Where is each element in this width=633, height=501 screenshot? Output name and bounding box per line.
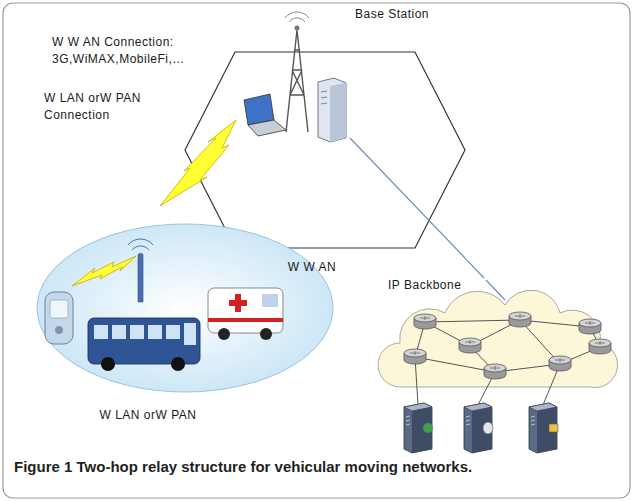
hex-outline	[185, 52, 465, 277]
bus-icon	[184, 323, 196, 345]
bus-icon	[171, 357, 185, 371]
handheld-device-icon	[50, 300, 68, 318]
tower-icon	[285, 12, 309, 22]
hex-region: W W AN	[185, 52, 465, 277]
region-label: W W AN	[288, 260, 336, 275]
router-icon	[414, 314, 436, 329]
figure-caption: Figure 1 Two-hop relay structure for veh…	[14, 456, 494, 477]
ambulance-icon	[235, 294, 241, 312]
server-cabinet-icon	[321, 91, 327, 104]
bus-icon	[166, 325, 180, 339]
ellipse-outline	[37, 224, 333, 392]
hexagon-outline	[185, 52, 465, 248]
cloud-outline	[378, 290, 618, 387]
bus-icon	[112, 325, 126, 339]
bus-icon	[148, 325, 162, 339]
bus-icon	[94, 325, 108, 339]
antenna-icon	[138, 258, 143, 302]
router-icon	[484, 364, 506, 379]
cloud-outline	[380, 278, 625, 390]
region-label: IP Backbone	[388, 278, 461, 293]
router-icon	[509, 312, 531, 327]
server-icon	[464, 403, 492, 453]
cloud-region: IP Backbone	[380, 278, 625, 390]
server-icon	[529, 403, 557, 453]
router-icon	[579, 319, 601, 334]
router-icon	[404, 349, 426, 364]
antenna-icon	[138, 253, 144, 259]
tower-icon	[295, 26, 300, 31]
ambulance-icon	[262, 294, 278, 307]
ambulance-icon	[208, 318, 283, 322]
annotation-label: W W AN Connection: 3G,WiMAX,MobileFi,…	[52, 34, 197, 68]
handheld-device-icon	[45, 292, 73, 344]
ambulance-icon	[208, 288, 283, 333]
server-cabinet-icon	[318, 78, 346, 142]
ambulance-icon	[208, 288, 283, 340]
router-icon	[459, 338, 481, 353]
laptop-icon	[244, 94, 274, 125]
server-icon	[483, 422, 493, 434]
ambulance-icon	[218, 328, 230, 340]
bus-icon	[88, 318, 200, 364]
server-cabinet-icon	[318, 78, 346, 142]
server-icon	[423, 423, 433, 433]
backhaul-link	[465, 258, 484, 278]
ambulance-icon	[260, 328, 272, 340]
router-icon	[549, 356, 571, 371]
bus-icon	[88, 318, 200, 371]
bus-icon	[130, 325, 144, 339]
handheld-device-icon	[55, 326, 63, 334]
server-cabinet-icon	[330, 83, 346, 142]
handheld-device-icon	[45, 292, 73, 344]
router-icon	[589, 339, 611, 354]
figure-frame	[3, 3, 630, 498]
annotation-label: W LAN orW PAN Connection	[44, 90, 144, 124]
server-icon	[404, 403, 558, 453]
bus-icon	[101, 357, 115, 371]
server-icon	[404, 403, 432, 453]
region-label: W LAN orW PAN	[100, 408, 197, 423]
annotation-label: Base Station	[355, 6, 475, 23]
ellipse-region: W LAN orW PAN	[35, 222, 335, 427]
ellipse-outline	[35, 222, 335, 427]
server-icon	[549, 424, 558, 432]
